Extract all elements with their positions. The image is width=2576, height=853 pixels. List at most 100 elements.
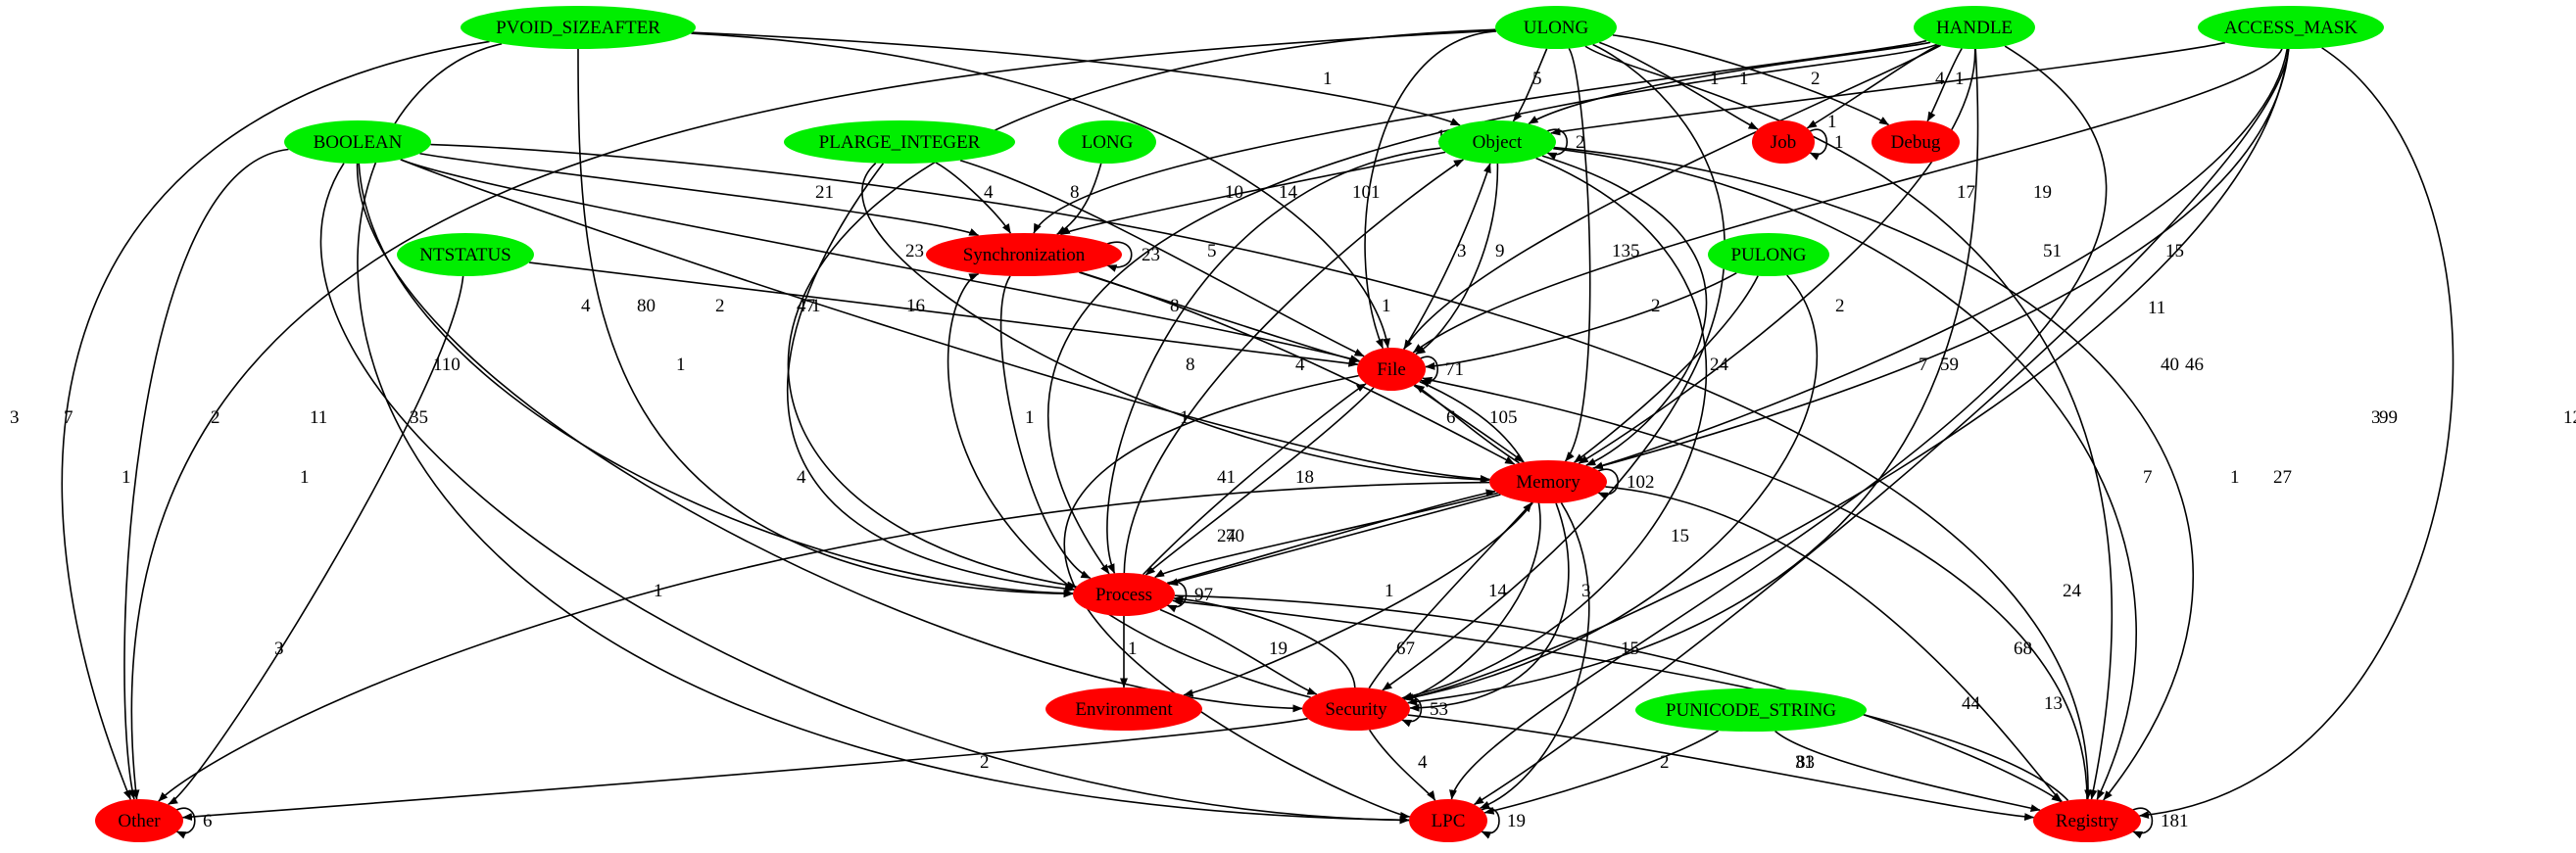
edge-path — [1449, 45, 2108, 800]
edge-weight-label: 67 — [1396, 639, 1415, 659]
edge-ulong-to-object: 5 — [1512, 48, 1548, 122]
node-shape — [2198, 6, 2384, 49]
node-shape — [1409, 799, 1487, 842]
edge-weight-label: 4 — [797, 467, 806, 488]
edge-weight-label: 4 — [581, 296, 591, 316]
edge-path — [419, 152, 980, 237]
edge-path — [1080, 271, 1516, 465]
edge-weight-label: 120 — [2563, 407, 2576, 428]
edge-object-to-synchronization: 14 — [1059, 151, 1446, 236]
edge-object-to-security: 7 — [1401, 157, 1928, 700]
edge-weight-label: 15 — [1671, 526, 1689, 546]
edge-path — [1166, 489, 1496, 585]
node-shape — [1438, 120, 1556, 164]
node-label: LPC — [1432, 811, 1466, 831]
edge-access_mask-to-lpc: 46 — [1474, 48, 2290, 806]
node-shape — [1045, 687, 1202, 731]
edge-weight-label: 8 — [1186, 355, 1195, 375]
node-lpc: LPC — [1409, 799, 1487, 842]
edge-weight-label: 18 — [1295, 467, 1314, 488]
node-shape — [1635, 688, 1867, 732]
node-label: Object — [1473, 132, 1523, 153]
edge-path — [1415, 163, 1499, 355]
edge-weight-label: 1 — [1025, 407, 1035, 428]
edge-punicode_string-to-lpc: 2 — [1483, 730, 1720, 815]
self-loop-security: 53 — [1401, 695, 1448, 728]
edge-file-to-security: 15 — [1403, 380, 1689, 701]
edge-weight-label: 19 — [1269, 639, 1288, 659]
edge-security-to-process: 67 — [1173, 594, 1415, 688]
self-loop-weight-label: 181 — [2161, 811, 2189, 831]
edge-weight-label: 19 — [2033, 182, 2052, 203]
edge-weight-label: 27 — [2273, 467, 2292, 488]
edge-path — [358, 163, 1074, 597]
edge-handle-to-file: 17 — [1403, 44, 1975, 350]
edge-security-to-memory: 14 — [1368, 501, 1532, 689]
node-punicode-string: PUNICODE_STRING — [1635, 688, 1867, 732]
edge-weight-label: 4 — [1935, 69, 1945, 89]
edge-ulong-to-security: 59 — [1382, 43, 1959, 691]
edge-path — [1033, 39, 1927, 234]
edge-access_mask-to-process: 1 — [1154, 48, 2290, 579]
node-label: Job — [1771, 132, 1796, 153]
edge-path — [1512, 48, 1548, 122]
edge-weight-label: 83 — [1796, 752, 1815, 773]
node-label: Environment — [1075, 699, 1173, 720]
edge-path — [1106, 147, 1441, 574]
edge-access_mask-to-memory: 15 — [1592, 48, 2289, 470]
node-shape — [397, 233, 534, 276]
edge-path — [1168, 494, 1501, 587]
edge-path — [786, 163, 1075, 592]
node-shape — [1752, 120, 1815, 164]
edge-security-to-other: 2 — [181, 717, 1308, 821]
self-loop-process: 97 — [1166, 581, 1213, 613]
node-pulong: PULONG — [1708, 233, 1829, 276]
edge-path — [1403, 380, 1541, 701]
node-shape — [926, 233, 1122, 276]
edge-weight-label: 80 — [637, 296, 656, 316]
self-loop-path — [175, 807, 196, 839]
edge-ulong-to-registry: 1 — [1584, 45, 2240, 800]
edge-path — [1553, 147, 2137, 800]
edge-long-to-synchronization: 8 — [1056, 163, 1102, 235]
edge-path — [1407, 714, 2035, 822]
edge-weight-label: 1 — [1128, 639, 1138, 659]
node-shape — [1871, 120, 1960, 164]
self-loop-path — [1106, 241, 1133, 272]
edge-path — [356, 163, 1303, 713]
edge-path — [1578, 48, 1976, 464]
edge-path — [168, 275, 464, 806]
edge-ulong-to-process: 80 — [637, 28, 1496, 590]
edge-weight-label: 1 — [1323, 69, 1333, 89]
node-label: Process — [1095, 585, 1152, 605]
edge-file-to-memory: 6 — [1413, 384, 1525, 463]
node-memory: Memory — [1489, 460, 1607, 503]
edge-path — [1183, 501, 1533, 697]
edge-object-to-process: 8 — [1106, 147, 1441, 574]
self-loop-path — [1809, 128, 1828, 161]
self-loop-path — [2132, 807, 2154, 839]
self-loop-path — [1546, 128, 1568, 161]
node-handle: HANDLE — [1914, 6, 2035, 49]
edge-registry-to-process: 44 — [1172, 597, 2069, 801]
edge-weight-label: 14 — [1488, 581, 1508, 601]
edge-access_mask-to-object: 4 — [1550, 41, 2226, 136]
edge-registry-to-file: 24 — [1422, 376, 2088, 800]
edge-weight-label: 3 — [1457, 241, 1467, 261]
edge-weight-label: 8 — [1170, 296, 1180, 316]
edge-ntstatus-to-other: 110 — [168, 275, 464, 806]
edge-file-to-lpc: 1 — [654, 374, 1411, 820]
edge-weight-label: 2 — [1811, 69, 1821, 89]
node-security: Security — [1302, 687, 1410, 731]
node-long: LONG — [1058, 120, 1156, 164]
edge-path — [430, 143, 2093, 800]
edge-weight-label: 11 — [2148, 298, 2165, 318]
edge-weight-label: 6 — [1446, 407, 1456, 428]
edge-boolean-to-memory: 2 — [400, 159, 1490, 484]
edge-pulong-to-memory: 24 — [1574, 275, 1759, 463]
edge-synchronization-to-process: 1 — [999, 275, 1092, 580]
edge-boolean-to-registry: 7 — [430, 143, 2153, 800]
edge-path — [1403, 48, 2290, 702]
node-debug: Debug — [1871, 120, 1960, 164]
